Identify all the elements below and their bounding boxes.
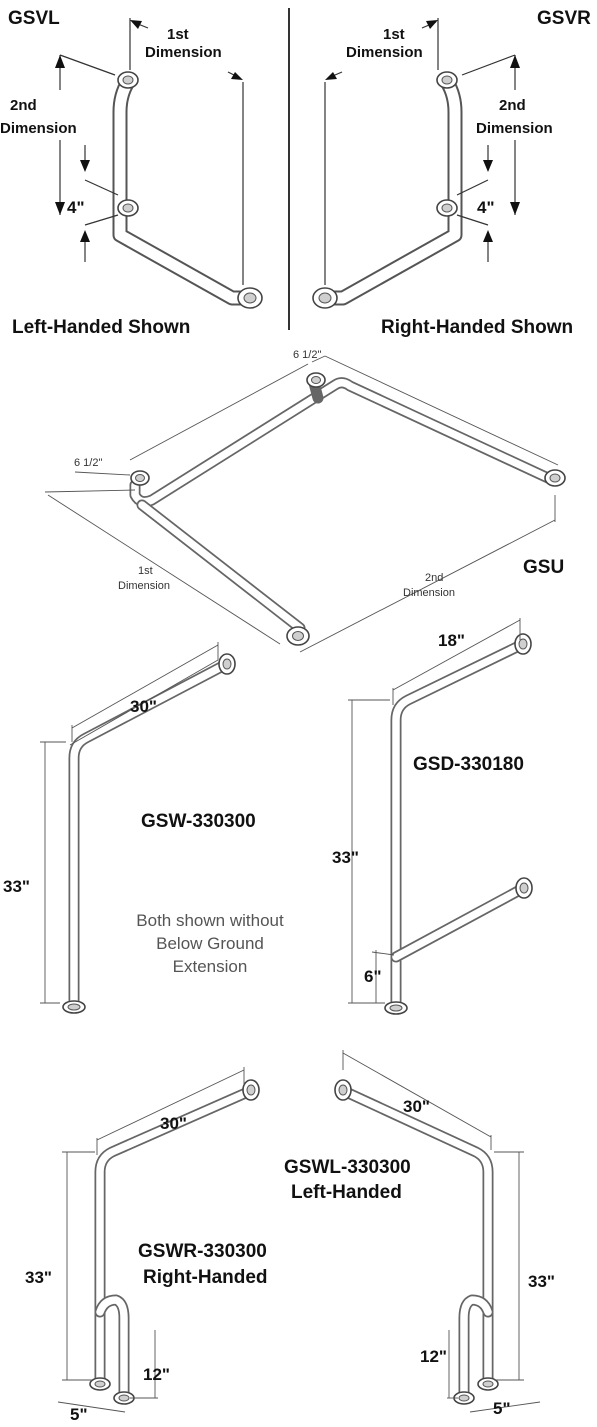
gswl-dimension-lines (342, 1050, 541, 1413)
gsd-grab-bar (384, 633, 533, 1015)
gsw-dim-30: 30" (130, 697, 157, 716)
gsd-dim-33: 33" (332, 848, 359, 867)
gswr-dim-5: 5" (70, 1405, 88, 1422)
gsu-dim-1st-line1: 1st (138, 565, 153, 577)
gsvl-dim-2nd-line2: Dimension (0, 120, 77, 137)
note-line2: Below Ground (156, 934, 264, 953)
gsd-dimension-lines (348, 618, 521, 1004)
gswr-dimension-lines (57, 1067, 245, 1413)
gswl-hand-label: Left-Handed (291, 1182, 402, 1203)
gswl-grab-bar (334, 1079, 499, 1405)
gsw-model-label: GSW-330300 (141, 811, 256, 832)
gsvr-dim-4: 4" (477, 198, 495, 217)
gswr-dim-30: 30" (160, 1114, 187, 1133)
gsu-dim-2nd-line2: Dimension (403, 587, 455, 599)
note-line3: Extension (173, 957, 248, 976)
gsu-dim-2nd-line1: 2nd (425, 572, 443, 584)
gsd-dim-18: 18" (438, 631, 465, 650)
gsvl-dim-2nd-line1: 2nd (10, 97, 37, 114)
gsvl-dimension-lines (55, 18, 244, 285)
gsu-model-label: GSU (523, 557, 564, 578)
gsvl-model-label: GSVL (8, 8, 60, 29)
gsu-dimension-lines (44, 355, 559, 653)
gsd-dim-6: 6" (364, 967, 382, 986)
gswl-dim-12: 12" (420, 1347, 447, 1366)
gsvl-dim-1st-line2: Dimension (145, 44, 222, 61)
gsd-model-label: GSD-330180 (413, 754, 524, 775)
gsu-dim-offset-left: 6 1/2" (74, 457, 102, 469)
gsu-dim-offset-top: 6 1/2" (293, 349, 321, 361)
gsvr-model-label: GSVR (537, 8, 591, 29)
gsu-dim-1st-line2: Dimension (118, 580, 170, 592)
gswl-dim-30: 30" (403, 1097, 430, 1116)
gswr-model-label: GSWR-330300 (138, 1241, 267, 1262)
gsvr-dimension-lines (324, 18, 520, 285)
gsvr-grab-bar (312, 71, 463, 309)
gsvr-dim-2nd-line1: 2nd (499, 97, 526, 114)
gswr-hand-label: Right-Handed (143, 1267, 268, 1288)
gsw-dimension-lines (40, 642, 219, 1004)
gsvl-grab-bar (112, 71, 263, 309)
gsw-dim-33: 33" (3, 877, 30, 896)
gsu-grab-bar (129, 372, 566, 646)
gswl-dim-5: 5" (493, 1399, 511, 1418)
gsvr-dim-2nd-line2: Dimension (476, 120, 553, 137)
gsvr-dim-1st-line1: 1st (383, 26, 405, 43)
gsw-grab-bar (62, 653, 236, 1014)
gsvl-caption: Left-Handed Shown (12, 317, 190, 338)
gswl-dim-33: 33" (528, 1272, 555, 1291)
gswr-dim-33: 33" (25, 1268, 52, 1287)
gsvr-dim-1st-line2: Dimension (346, 44, 423, 61)
note-line1: Both shown without (136, 911, 284, 930)
gsvl-dim-1st-line1: 1st (167, 26, 189, 43)
gswr-dim-12: 12" (143, 1365, 170, 1384)
gsvr-caption: Right-Handed Shown (381, 317, 573, 338)
gsvl-dim-4: 4" (67, 198, 85, 217)
gswr-grab-bar (89, 1079, 260, 1405)
gswl-model-label: GSWL-330300 (284, 1157, 411, 1178)
